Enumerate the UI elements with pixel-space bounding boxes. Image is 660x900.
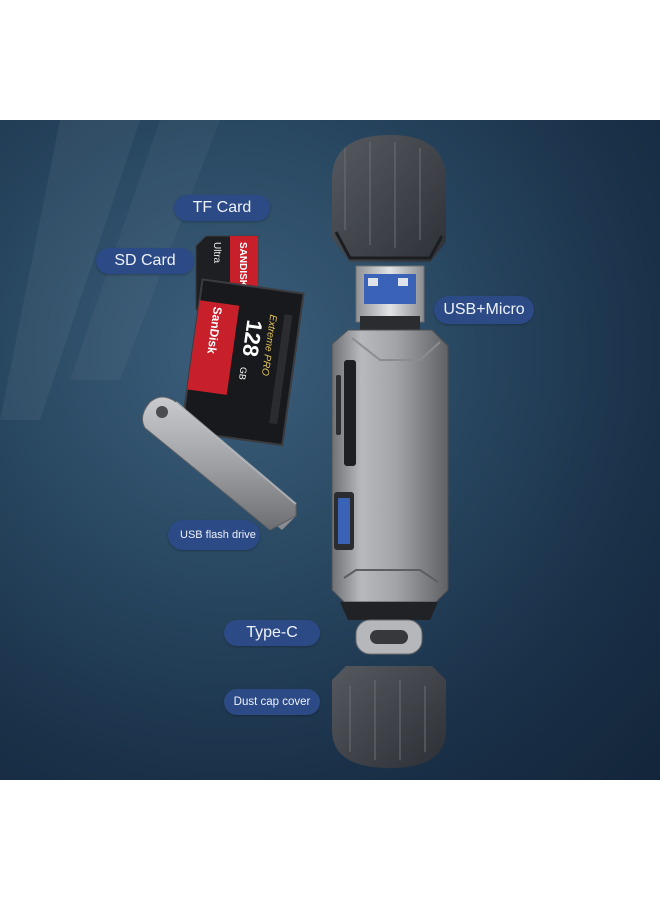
usb-flash-drive <box>141 396 297 531</box>
tf-card-line: Ultra <box>211 242 222 264</box>
tf-card-brand: SANDISK <box>237 242 248 288</box>
card-reader-illustration: SANDISK Ultra SD SanDisk 128 GB Extreme … <box>0 120 449 768</box>
dust-cap-label: Dust cap cover <box>224 689 320 715</box>
sd-card-brand: SanDisk <box>204 306 224 355</box>
tf-card-label: TF Card <box>174 195 270 221</box>
sd-card: SanDisk 128 GB Extreme PRO <box>181 278 305 447</box>
sd-card-capacity-unit: GB <box>237 366 249 380</box>
sd-card-label: SD Card <box>96 248 194 274</box>
usb-a-connector <box>355 265 425 332</box>
top-dust-cap <box>332 135 446 262</box>
usb-flash-drive-label: USB flash drive <box>168 520 260 550</box>
product-scene: SANDISK Ultra SD SanDisk 128 GB Extreme … <box>0 120 660 780</box>
card-reader-body <box>331 329 449 603</box>
type-c-label: Type-C <box>224 620 320 646</box>
sd-card-capacity: 128 <box>237 318 267 358</box>
bottom-dust-cap <box>332 666 446 768</box>
usb-micro-label: USB+Micro <box>434 296 534 324</box>
type-c-connector <box>340 602 438 655</box>
